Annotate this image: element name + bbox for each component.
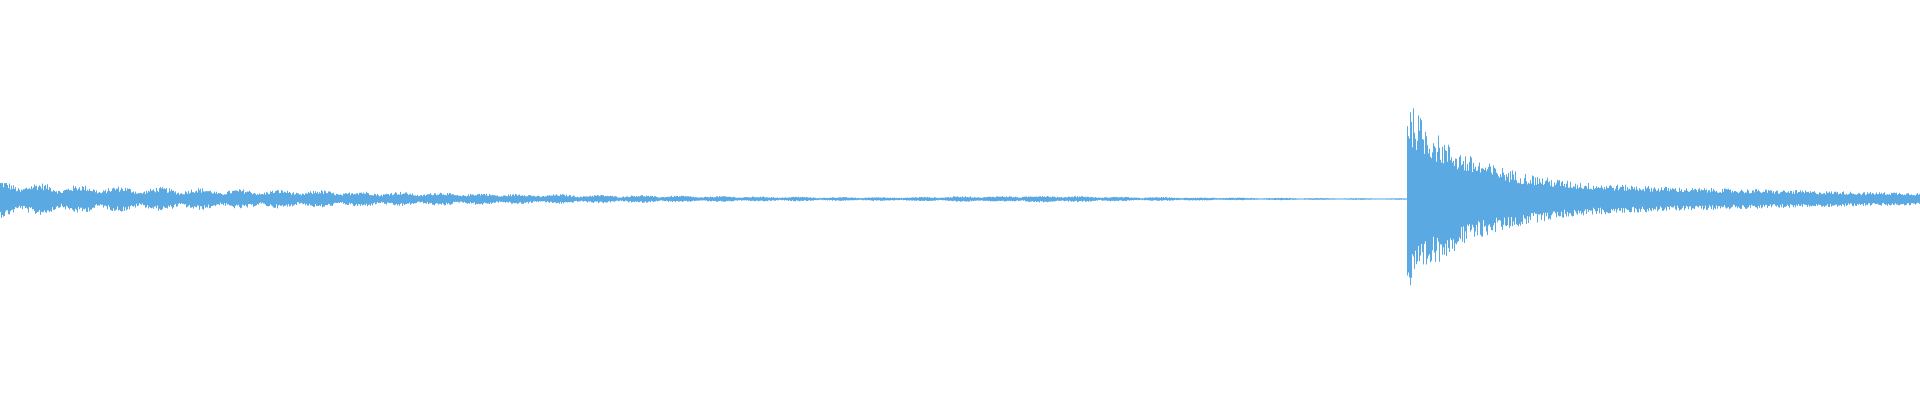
waveform-trace (0, 108, 1920, 286)
